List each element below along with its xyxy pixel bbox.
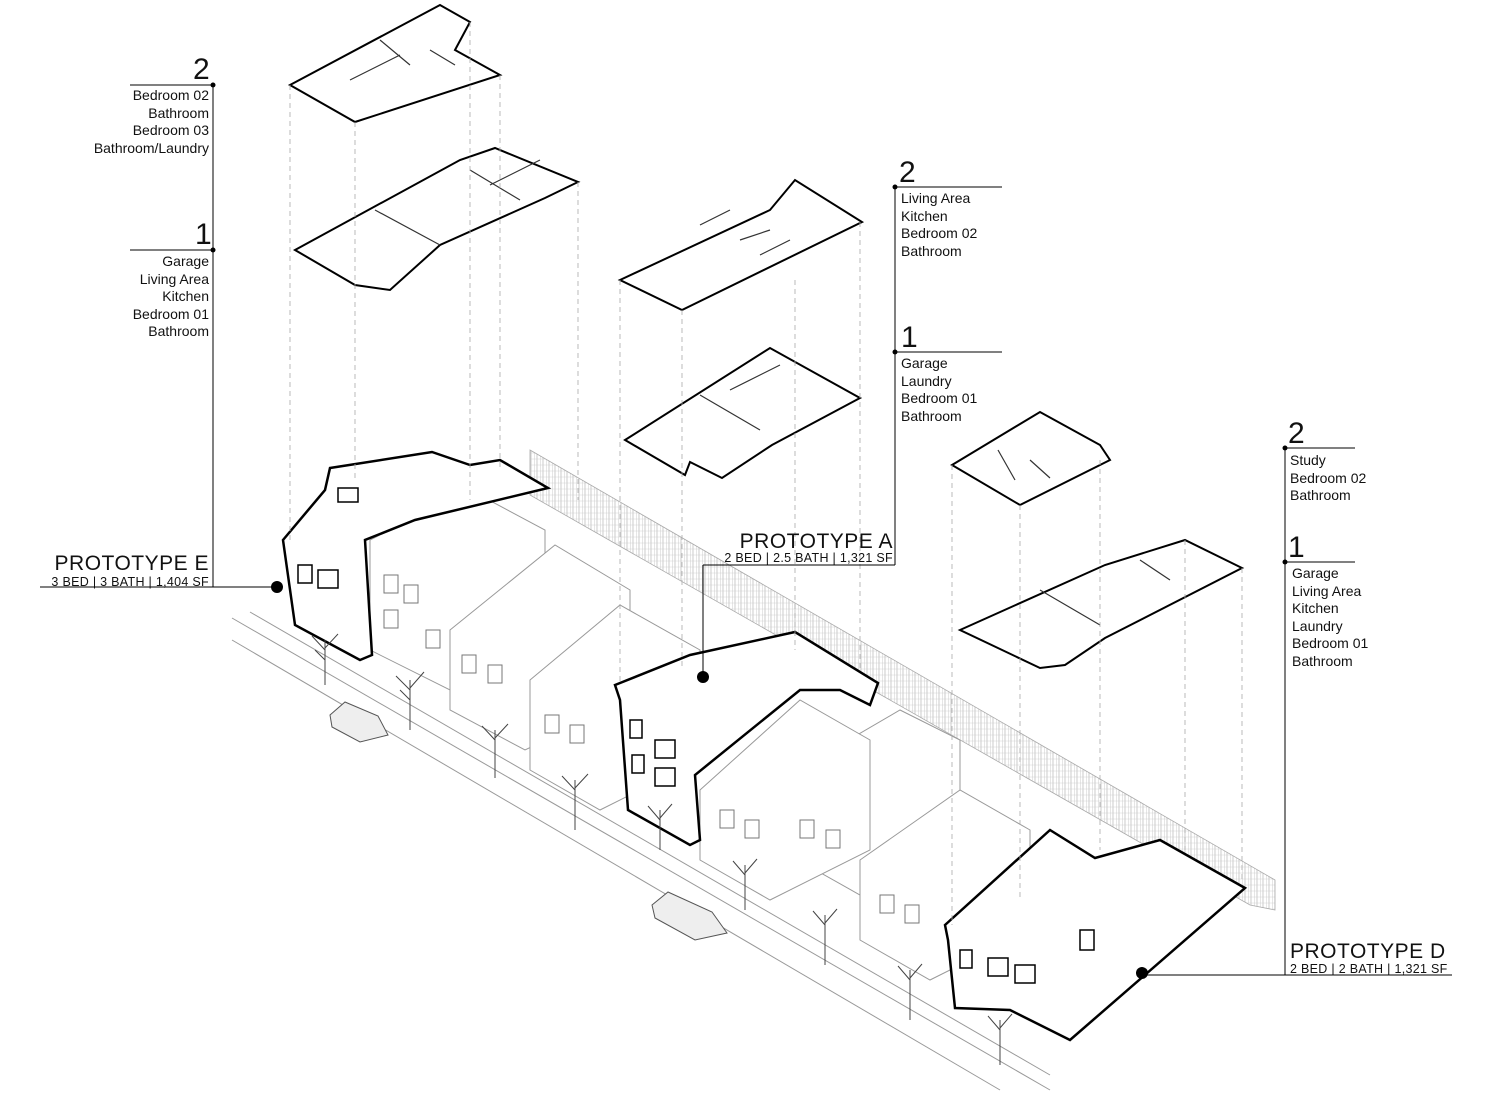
prototype-e-specs: 3 BED | 3 BATH | 1,404 SF: [51, 575, 209, 589]
prototype-d-building: [943, 828, 1248, 1042]
background-windows: [383, 574, 920, 924]
room-label: Bathroom: [148, 323, 209, 339]
room-label: Bedroom 02: [901, 225, 978, 241]
room-label: Laundry: [901, 372, 952, 389]
prototype-e-floor-1-plan: [292, 146, 581, 292]
prototype-a-level-2-rooms: Living Area Kitchen Bedroom 02 Bathroom: [901, 190, 977, 260]
prototype-a-title: PROTOTYPE A: [739, 530, 893, 553]
room-label: Bathroom: [1290, 487, 1351, 503]
parked-car-1: [329, 701, 389, 743]
prototype-d-plan-interiors: [997, 449, 1171, 626]
room-label: Bedroom 02: [1290, 469, 1367, 486]
prototype-d-specs: 2 BED | 2 BATH | 1,321 SF: [1290, 962, 1448, 976]
prototype-e-plan-interiors: [349, 39, 541, 246]
prototype-d-level-2-number: 2: [1288, 417, 1305, 450]
prototype-e-level-1-rooms: Garage Living Area Kitchen Bedroom 01 Ba…: [133, 253, 209, 341]
room-label: Laundry: [1292, 617, 1343, 634]
room-label: Bedroom 02: [132, 87, 209, 103]
prototype-a-level-2-number: 2: [899, 156, 916, 189]
prototype-a-plan-interiors: [699, 209, 791, 431]
prototype-d-floor-1-plan: [957, 538, 1245, 670]
prototype-e-level-2-number: 2: [193, 53, 210, 86]
prototype-a-floor-1-plan: [623, 346, 863, 480]
room-label: Living Area: [139, 270, 209, 287]
room-label: Kitchen: [1292, 600, 1339, 616]
room-label: Garage: [1292, 565, 1339, 581]
prototype-d-windows: [959, 929, 1095, 984]
room-label: Bathroom/Laundry: [93, 139, 209, 156]
room-label: Bathroom: [148, 104, 209, 121]
room-label: Bathroom: [1292, 652, 1353, 669]
prototype-a-level-1-number: 1: [901, 321, 918, 354]
prototype-e-windows: [297, 487, 359, 589]
prototype-e-level-1-number: 1: [195, 218, 212, 251]
room-label: Living Area: [901, 190, 971, 206]
room-label: Living Area: [1292, 582, 1362, 599]
prototype-a-level-1-rooms: Garage Laundry Bedroom 01 Bathroom: [901, 355, 977, 425]
prototype-e-level-2-rooms: Bedroom 02 Bathroom Bedroom 03 Bathroom/…: [94, 87, 209, 157]
room-label: Kitchen: [162, 288, 209, 304]
prototype-d-floor-2-plan: [950, 410, 1112, 507]
prototype-d-level-2-rooms: Study Bedroom 02 Bathroom: [1290, 452, 1366, 505]
prototype-e-building: [281, 450, 552, 662]
prototype-a-windows: [629, 719, 676, 787]
room-label: Bathroom: [901, 407, 962, 424]
prototype-d-level-1-rooms: Garage Living Area Kitchen Laundry Bedro…: [1292, 565, 1368, 670]
prototype-d-level-1-number: 1: [1288, 531, 1305, 564]
room-label: Study: [1290, 452, 1326, 468]
prototype-e-title: PROTOTYPE E: [54, 552, 209, 575]
parked-car-2: [651, 891, 728, 941]
prototype-e-floor-2-plan: [287, 3, 503, 124]
room-label: Bedroom 03: [132, 122, 209, 138]
leader-lines: [40, 84, 1452, 976]
room-label: Bathroom: [901, 242, 962, 259]
room-label: Bedroom 01: [901, 390, 978, 406]
room-label: Kitchen: [901, 207, 948, 224]
projection-lines: [289, 22, 1243, 925]
leader-dots: [210, 82, 1288, 979]
prototype-d-title: PROTOTYPE D: [1290, 940, 1446, 963]
prototype-a-floor-2-plan: [617, 178, 865, 312]
room-label: Garage: [162, 253, 209, 269]
room-label: Garage: [901, 355, 948, 371]
room-label: Bedroom 01: [1292, 635, 1369, 651]
prototype-a-specs: 2 BED | 2.5 BATH | 1,321 SF: [724, 551, 893, 565]
street-trees: [311, 633, 1013, 1065]
room-label: Bedroom 01: [132, 305, 209, 322]
